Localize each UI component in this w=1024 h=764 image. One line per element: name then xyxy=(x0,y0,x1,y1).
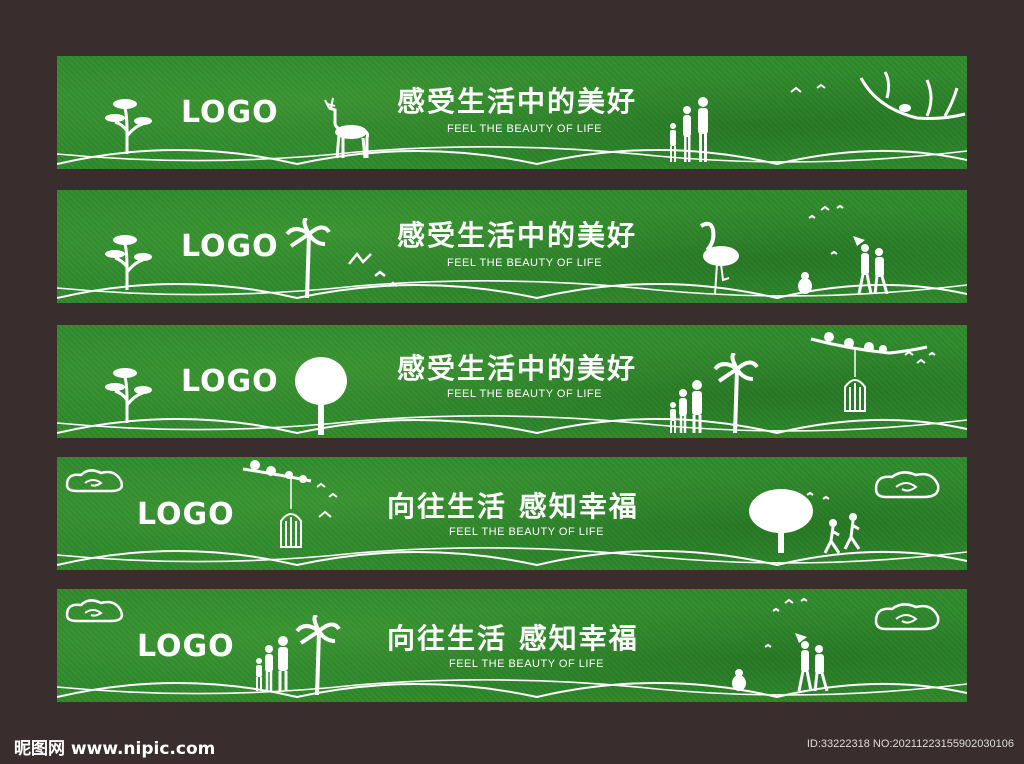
cloud-swirl-icon xyxy=(65,599,124,623)
bonsai-tree-icon xyxy=(105,235,152,290)
branch-with-bird-icon xyxy=(859,71,966,120)
hill-lines xyxy=(57,547,967,567)
logo-text: LOGO xyxy=(181,95,279,130)
title: 感受生活中的美好 xyxy=(397,219,638,252)
family-silhouette-icon xyxy=(670,97,708,162)
title: 感受生活中的美好 xyxy=(397,85,638,118)
banner-2: LOGO 感受生活中的美好 FEEL THE BEAUTY OF LIFE xyxy=(57,190,967,303)
logo-text: LOGO xyxy=(181,364,279,399)
logo-text: LOGO xyxy=(181,229,279,264)
title: 向往生活 感知幸福 xyxy=(387,622,639,655)
logo-text: LOGO xyxy=(137,629,235,664)
subtitle: FEEL THE BEAUTY OF LIFE xyxy=(449,658,604,670)
subtitle: FEEL THE BEAUTY OF LIFE xyxy=(449,526,604,538)
banner-5: LOGO 向往生活 感知幸福 FEEL THE BEAUTY OF LIFE xyxy=(57,589,967,702)
deer-icon xyxy=(324,97,369,159)
family-silhouette-icon xyxy=(670,380,702,433)
branch-with-birdcage-icon xyxy=(242,460,338,548)
palm-tree-icon xyxy=(713,353,759,433)
subtitle: FEEL THE BEAUTY OF LIFE xyxy=(447,388,602,400)
hill-lines xyxy=(57,415,967,435)
cloud-swirl-icon xyxy=(65,469,124,493)
hill-lines xyxy=(57,146,967,166)
flying-birds-icon xyxy=(348,251,398,287)
family-silhouette-icon xyxy=(256,636,288,691)
branch-with-birdcage-icon xyxy=(810,332,936,412)
hill-lines xyxy=(57,679,967,699)
banner-1: LOGO 感受生活中的美好 FEEL THE BEAUTY OF LIFE xyxy=(57,56,967,169)
birds-icon xyxy=(790,83,826,93)
palm-tree-icon xyxy=(295,615,341,695)
banner-4: LOGO 向往生活 感知幸福 FEEL THE BEAUTY OF LIFE xyxy=(57,457,967,570)
title: 向往生活 感知幸福 xyxy=(387,490,639,523)
round-tree-icon xyxy=(295,357,347,435)
flamingo-icon xyxy=(699,221,739,295)
bonsai-tree-icon xyxy=(105,99,152,154)
cloud-swirl-icon xyxy=(874,603,940,631)
couple-with-kite-and-cat-icon xyxy=(798,204,889,294)
couple-with-kite-and-cat-icon xyxy=(732,597,829,692)
cloud-swirl-icon xyxy=(874,471,940,499)
watermark-id: ID:33222318 NO:20211223155902030106 xyxy=(806,738,1014,750)
palm-tree-icon xyxy=(285,218,331,298)
hill-lines xyxy=(57,280,967,300)
title: 感受生活中的美好 xyxy=(397,352,638,385)
banner-3: LOGO 感受生活中的美好 FEEL THE BEAUTY OF LIFE xyxy=(57,325,967,438)
logo-text: LOGO xyxy=(137,497,235,532)
watermark-site: 昵图网 www.nipic.com xyxy=(14,739,216,759)
subtitle: FEEL THE BEAUTY OF LIFE xyxy=(447,123,602,135)
subtitle: FEEL THE BEAUTY OF LIFE xyxy=(447,257,602,269)
tree-and-runners-icon xyxy=(749,489,861,554)
bonsai-tree-icon xyxy=(105,368,152,423)
